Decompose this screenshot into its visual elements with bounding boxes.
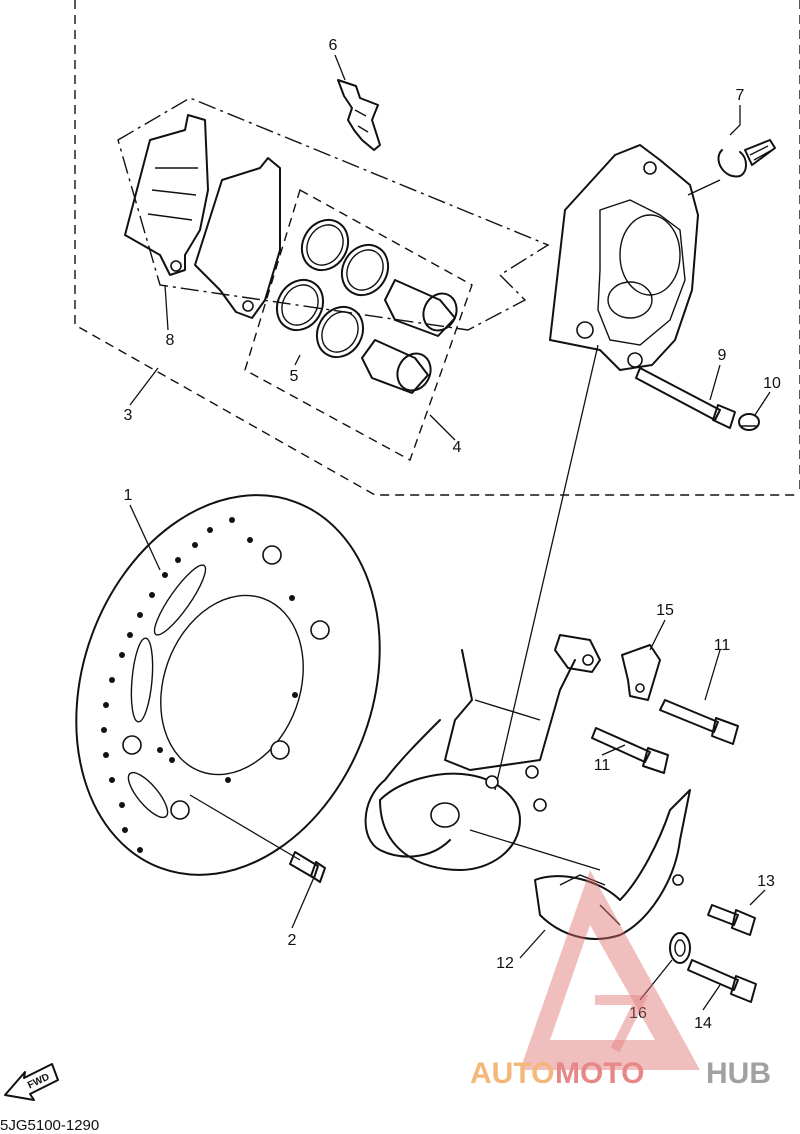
callout-leaders	[129, 54, 771, 1011]
caliper-pistons	[361, 279, 458, 394]
watermark-text-moto: MOTO	[555, 1057, 644, 1090]
disc-bolt	[189, 794, 326, 883]
callout-9: 9	[718, 347, 727, 364]
callout-2: 2	[288, 932, 297, 949]
collar	[669, 932, 691, 964]
callout-11-upper: 11	[714, 637, 731, 654]
pad-spring	[337, 79, 381, 151]
diagram-reference-code: 5JG5100-1290	[0, 1117, 99, 1134]
callout-4: 4	[453, 439, 462, 456]
pin-plug	[738, 413, 760, 431]
callout-8: 8	[166, 332, 175, 349]
watermark-text-auto: AUTO	[470, 1057, 554, 1090]
brake-caliper	[549, 144, 721, 371]
callout-12: 12	[496, 955, 514, 972]
callout-7: 7	[736, 87, 745, 104]
brake-pad-rear	[194, 157, 281, 319]
forward-arrow-icon: FWD	[4, 1063, 59, 1101]
callout-3: 3	[124, 407, 133, 424]
seal-kit-boundary	[244, 188, 473, 462]
guard-bolt-long	[687, 959, 757, 1003]
callout-1: 1	[124, 487, 133, 504]
caliper-assembly-boundary	[74, 0, 800, 496]
callout-10: 10	[763, 375, 781, 392]
callout-6: 6	[329, 37, 338, 54]
callout-14: 14	[694, 1015, 712, 1032]
callout-5: 5	[290, 368, 299, 385]
bleed-screw	[717, 139, 776, 178]
brake-pad-front	[124, 114, 209, 276]
piston-seals	[275, 218, 390, 359]
guard-bolt	[707, 904, 756, 936]
automotohub-watermark: AUTO MOTO HUB	[470, 870, 771, 1090]
watermark-text-hub: HUB	[706, 1057, 771, 1090]
callout-11-lower: 11	[594, 757, 611, 774]
callout-15: 15	[656, 602, 674, 619]
disc-guard	[469, 789, 691, 940]
callout-13: 13	[757, 873, 775, 890]
pad-set-boundary	[117, 97, 550, 331]
hose-bracket	[621, 644, 661, 701]
brake-disc	[75, 494, 381, 876]
callout-16: 16	[629, 1005, 647, 1022]
caliper-pin-bolt	[635, 367, 736, 429]
caliper-mount-bolt	[591, 727, 669, 774]
caliper-mount-line	[494, 344, 599, 791]
front-fork-leg	[364, 634, 601, 871]
bracket-bolt-upper	[659, 699, 739, 745]
